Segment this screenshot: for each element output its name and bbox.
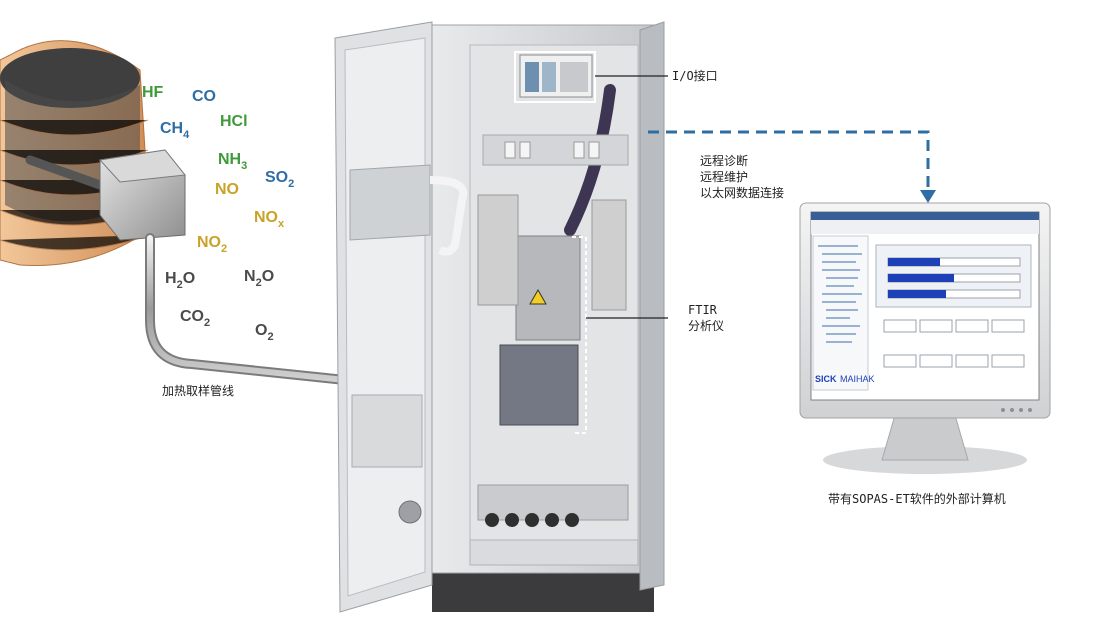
gas-hcl: HCl xyxy=(220,113,248,130)
ethernet-link xyxy=(648,130,930,192)
heated-line-label: 加热取样管线 xyxy=(162,383,234,398)
cabinet-door xyxy=(334,21,468,613)
ftir-label-1: FTIR xyxy=(688,303,718,317)
gas-h2o: H2O xyxy=(165,270,195,291)
ethernet-arrowhead xyxy=(920,190,936,203)
gas-n2o: N2O xyxy=(244,268,274,289)
ftir-label-2: 分析仪 xyxy=(688,319,724,333)
gas-so2: SO2 xyxy=(265,169,294,190)
ftir-callout xyxy=(572,236,668,434)
ethernet-label: 以太网数据连接 xyxy=(700,185,784,200)
gas-o2: O2 xyxy=(255,322,274,343)
gas-nox: NOx xyxy=(254,209,285,230)
gas-ch4: CH4 xyxy=(160,120,190,141)
analyzer-cabinet xyxy=(431,21,665,612)
monitor-brand-sick: SICK xyxy=(815,374,837,384)
remote-maintenance-label: 远程维护 xyxy=(700,169,748,184)
gas-no: NO xyxy=(215,181,239,198)
gas-co2: CO2 xyxy=(180,308,210,329)
gas-nh3: NH3 xyxy=(218,151,247,172)
gas-labels: HF CO CH4 HCl NH3 NO SO2 NOx NO2 H2O N2O… xyxy=(142,84,294,343)
monitor-brand-maihak: MAIHAK xyxy=(840,374,875,384)
gas-co: CO xyxy=(192,88,216,105)
gas-no2: NO2 xyxy=(197,234,227,255)
computer-label: 带有SOPAS-ET软件的外部计算机 xyxy=(828,491,1006,506)
sampling-probe xyxy=(25,149,186,241)
gas-hf: HF xyxy=(142,84,164,101)
io-callout xyxy=(514,51,668,103)
external-computer: SICK MAIHAK xyxy=(799,202,1051,474)
remote-diagnosis-label: 远程诊断 xyxy=(700,153,748,168)
io-label: I/O接口 xyxy=(672,68,718,83)
